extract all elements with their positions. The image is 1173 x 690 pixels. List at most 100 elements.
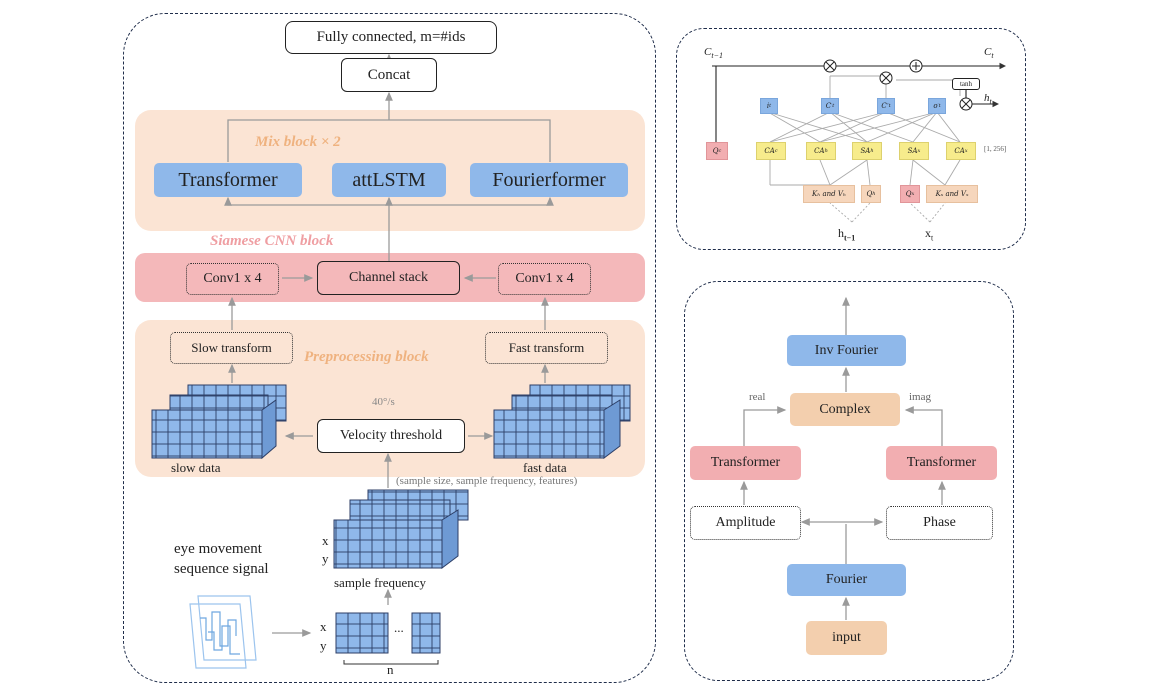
c-t-sub: t (991, 51, 994, 61)
kv-x-label: Kₓ and Vₓ (935, 190, 969, 198)
fourier-box: Fourier (787, 564, 906, 596)
velocity-threshold-label: Velocity threshold (339, 428, 443, 443)
gate-o-main: o (933, 102, 938, 110)
attn-ca-c-main: CA (764, 147, 775, 155)
axis-y-upper: y (322, 551, 329, 566)
fast-data-cube-icon (493, 384, 631, 459)
tanh-label: tanh (959, 80, 973, 88)
mix-attlstm-box: attLSTM (332, 163, 446, 197)
fast-transform-box: Fast transform (485, 332, 608, 364)
x-t-main: x (925, 226, 931, 240)
c-t-label: Ct (984, 46, 994, 60)
attn-ca-c-sub: c (774, 148, 778, 154)
amplitude-box: Amplitude (690, 506, 801, 540)
concat-label: Concat (367, 66, 411, 83)
transformer-left-box: Transformer (690, 446, 801, 480)
q-c-sub: c (718, 148, 722, 154)
axis-y-lower: y (320, 638, 327, 653)
attn-sa-h-main: SA (860, 147, 871, 155)
fully-connected-box: Fully connected, m=#ids (285, 21, 497, 54)
slow-data-cube-icon (151, 384, 287, 460)
kv-h-box: Kₕ and Vₕ (803, 185, 855, 203)
transformer-left-label: Transformer (710, 455, 781, 470)
gate-i-main: i (766, 102, 770, 110)
q-h-main: Q (866, 190, 873, 198)
fast-transform-label: Fast transform (508, 340, 585, 355)
slow-transform-box: Slow transform (170, 332, 293, 364)
inv-fourier-box: Inv Fourier (787, 335, 906, 366)
gate-c2: C″t (877, 98, 895, 114)
mix-transformer-label: Transformer (178, 168, 278, 191)
gate-c1-main: C (825, 102, 832, 110)
sequence-dots: ... (394, 620, 404, 635)
c-t-main: C (984, 46, 992, 58)
gate-i-sub: t (769, 103, 772, 109)
attn-ca-x-sub: x (964, 148, 968, 154)
amplitude-label: Amplitude (715, 515, 776, 530)
c-prev-sub: t−1 (711, 51, 723, 61)
conv-left-label: Conv1 x 4 (203, 271, 262, 286)
imag-label: imag (909, 391, 931, 403)
sequence-cube-icon (335, 612, 441, 665)
inv-fourier-label: Inv Fourier (814, 342, 879, 358)
attn-ca-h-sub: h (824, 148, 828, 154)
input-label: input (832, 630, 861, 645)
preprocessing-title: Preprocessing block (304, 349, 429, 365)
gate-c1-sup: ′ (831, 103, 833, 109)
h-prev-label: ht−1 (838, 226, 855, 242)
mix-transformer-box: Transformer (154, 163, 302, 197)
attn-ca-x-main: CA (954, 147, 965, 155)
attn-sa-h-sub: h (870, 148, 874, 154)
left-panel (123, 13, 656, 683)
h-t-sub: t (989, 97, 992, 107)
tanh-box: tanh (952, 78, 980, 90)
conv-right-label: Conv1 x 4 (515, 271, 574, 286)
gate-c2-sup: ″ (886, 103, 889, 109)
h-prev-sub: t−1 (844, 233, 856, 243)
mix-block-title: Mix block × 2 (255, 134, 341, 150)
axis-x-upper: x (322, 533, 329, 548)
concat-box: Concat (341, 58, 437, 92)
top-right-panel (676, 28, 1026, 250)
complex-box: Complex (790, 393, 900, 426)
q-x-main: Q (905, 190, 912, 198)
h-t-main: h (984, 92, 990, 104)
conv-left-box: Conv1 x 4 (186, 263, 279, 295)
fourier-label: Fourier (825, 572, 868, 587)
waveform-icon (189, 595, 257, 669)
fully-connected-label: Fully connected, m=#ids (316, 29, 466, 45)
sample-frequency-cube-icon (333, 489, 469, 569)
gate-c1: C′t (821, 98, 839, 114)
conv-right-box: Conv1 x 4 (498, 263, 591, 295)
slow-transform-label: Slow transform (191, 340, 272, 355)
shape-label: (sample size, sample frequency, features… (396, 475, 578, 487)
channel-stack-box: Channel stack (317, 261, 460, 295)
transformer-right-box: Transformer (886, 446, 997, 480)
axis-x-lower: x (320, 619, 327, 634)
mix-fourierformer-box: Fourierformer (470, 163, 628, 197)
signal-label-1: eye movement (174, 541, 262, 557)
bottom-right-panel (684, 281, 1014, 681)
kv-x-box: Kₓ and Vₓ (926, 185, 978, 203)
q-h-sub: h (872, 191, 876, 197)
gate-o-sup: ′ (937, 103, 939, 109)
transformer-right-label: Transformer (906, 455, 977, 470)
velocity-threshold-box: Velocity threshold (317, 419, 465, 453)
h-prev-main: h (838, 226, 844, 240)
q-x-sub: x (911, 191, 915, 197)
attn-sa-x-main: SA (907, 147, 918, 155)
mix-attlstm-label: attLSTM (352, 168, 426, 191)
gate-c1-sub: t (832, 103, 835, 109)
threshold-value: 40°/s (372, 396, 395, 408)
sample-frequency-label: sample frequency (334, 575, 427, 590)
attn-ca-h-main: CA (814, 147, 825, 155)
gate-c2-main: C (881, 102, 887, 110)
